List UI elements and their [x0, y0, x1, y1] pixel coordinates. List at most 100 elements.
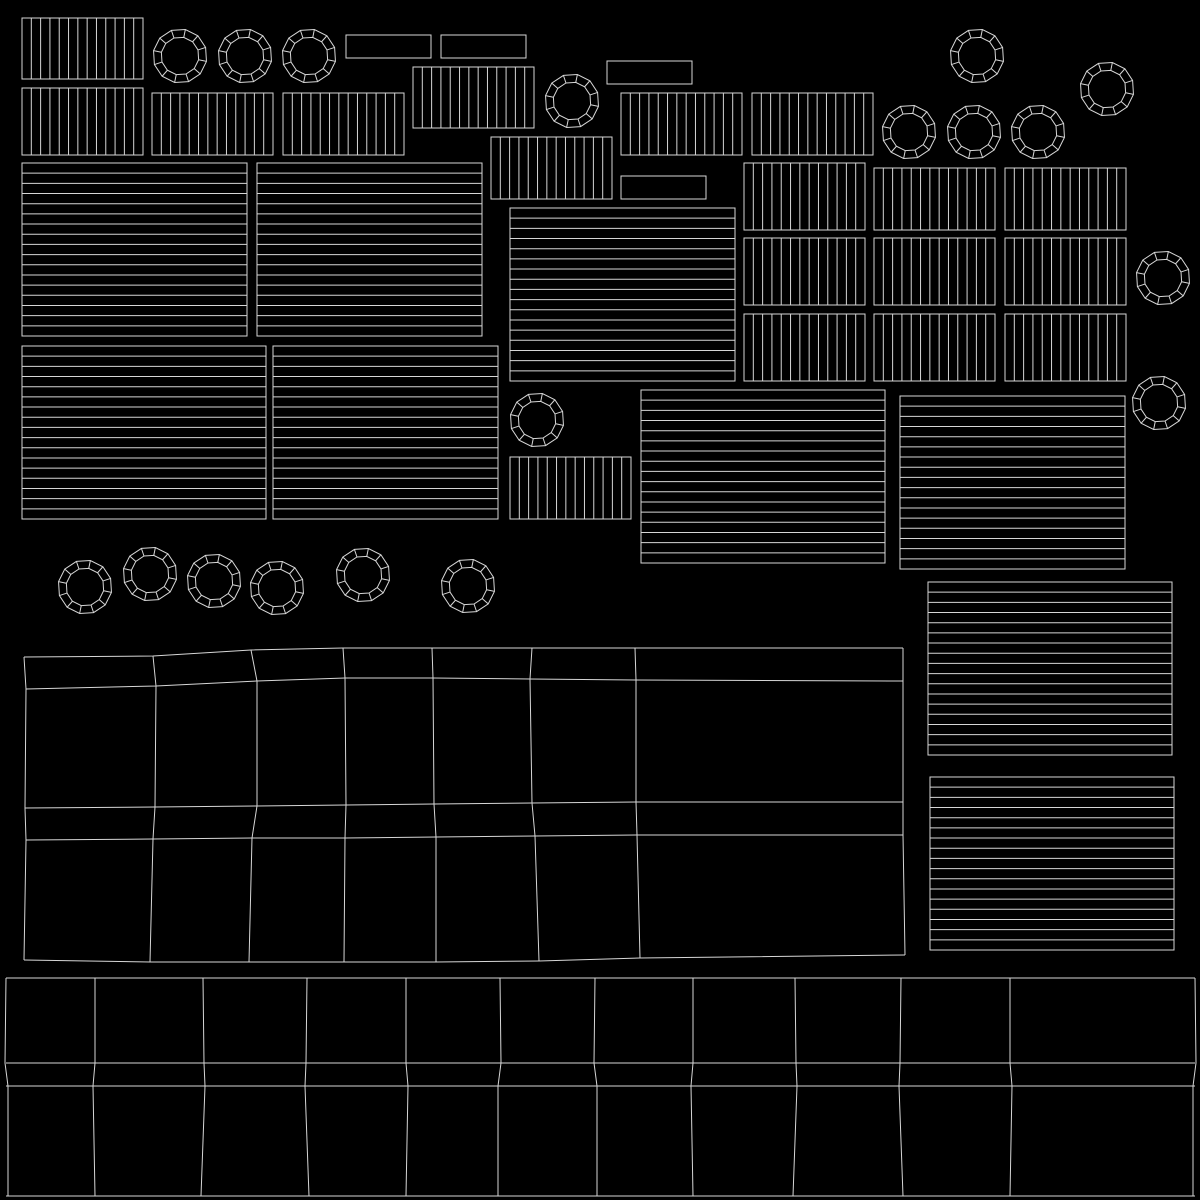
ring-spoke: [88, 560, 91, 569]
ring-spoke: [590, 104, 599, 107]
vertical-strip-shell: [21, 17, 144, 80]
ring-spoke: [129, 555, 137, 562]
ring-spoke: [553, 114, 560, 122]
ring-inner: [957, 36, 997, 76]
ring-spoke: [144, 592, 147, 601]
flat-quad-shell: [345, 34, 432, 59]
ring-spoke: [1172, 415, 1180, 422]
ring-spoke: [511, 425, 520, 430]
ring-spoke: [947, 126, 956, 129]
ring-spoke: [295, 591, 304, 594]
ring-spoke: [546, 106, 555, 111]
edge-line: [902, 648, 906, 956]
ring-spoke: [224, 37, 232, 44]
edge-line: [690, 978, 694, 1197]
ring-spoke: [953, 113, 961, 120]
ring-spoke: [232, 584, 241, 587]
edge-line: [149, 655, 157, 963]
shell-border: [873, 237, 996, 306]
vertical-strip-shell: [1004, 167, 1127, 231]
ring-spoke: [219, 61, 228, 66]
ring-spoke: [218, 50, 227, 53]
ring-spoke: [75, 561, 80, 570]
ring-spoke: [248, 29, 251, 38]
ring-spoke: [1086, 70, 1094, 77]
ring-spoke: [161, 69, 168, 77]
ring-spoke: [1157, 296, 1160, 305]
ring-spoke: [1081, 94, 1090, 99]
ring-inner: [552, 81, 592, 121]
ring-spoke: [531, 438, 534, 447]
ring-spoke: [123, 568, 132, 571]
flat-quad-shell: [440, 34, 527, 59]
ring-spoke: [231, 571, 240, 576]
ring-spoke: [527, 394, 532, 403]
vertical-strip-shell: [873, 237, 996, 306]
edge-line: [405, 978, 409, 1197]
ring-spoke: [192, 35, 199, 43]
ring-spoke: [288, 37, 296, 44]
ring-spoke: [1041, 105, 1044, 114]
ring-spoke: [890, 145, 897, 153]
vertical-strip-shell: [1004, 237, 1127, 306]
ring-spoke: [458, 560, 463, 569]
ring-spoke: [250, 582, 259, 585]
ring-inner: [517, 400, 557, 440]
ring-spoke: [989, 35, 996, 43]
ring-spoke: [195, 594, 202, 602]
ring-spoke: [1055, 122, 1064, 127]
ring-spoke: [1132, 397, 1141, 400]
ring-spoke: [198, 59, 207, 62]
ring-spoke: [375, 554, 382, 562]
ring-spoke: [1180, 268, 1189, 273]
ring-shell: [545, 74, 599, 128]
ring-spoke: [486, 589, 495, 592]
edge-line: [200, 977, 206, 1197]
edge-line: [1192, 977, 1197, 1196]
ring-spoke: [98, 599, 106, 606]
vertical-strip-shell: [21, 87, 144, 156]
edge-line: [431, 647, 437, 962]
shell-border: [256, 162, 483, 337]
ring-inner: [225, 36, 265, 76]
ring-spoke: [914, 149, 919, 158]
vertical-strip-shell: [412, 66, 535, 129]
ring-spoke: [1050, 111, 1057, 119]
ring-inner: [65, 567, 105, 607]
shell-border: [606, 60, 693, 85]
ring-spoke: [283, 61, 292, 66]
ring-spoke: [1056, 135, 1065, 138]
edge-line: [23, 656, 27, 961]
ring-spoke: [888, 113, 896, 120]
ring-shell: [282, 29, 336, 83]
ring-spoke: [90, 604, 95, 613]
ring-spoke: [964, 106, 969, 115]
ring-spoke: [337, 580, 346, 585]
vertical-strip-shell: [1004, 313, 1127, 382]
ring-inner: [130, 554, 170, 594]
ring-spoke: [153, 547, 156, 556]
ring-spoke: [97, 566, 104, 574]
shell-border: [151, 92, 274, 156]
ring-spoke: [322, 68, 330, 75]
ring-spoke: [447, 567, 455, 574]
vertical-strip-shell: [751, 92, 874, 156]
ring-spoke: [462, 604, 465, 613]
ring-spoke: [986, 111, 993, 119]
ring-spoke: [471, 559, 474, 568]
uv-shells: [4, 17, 1197, 1197]
ring-spoke: [124, 579, 133, 584]
edge-line: [304, 977, 310, 1197]
ring-spoke: [1166, 251, 1169, 260]
ring-spoke: [982, 73, 987, 82]
shell-border: [490, 136, 613, 200]
ring-spoke: [485, 576, 494, 581]
shell-border: [509, 207, 736, 382]
edge-line: [25, 677, 904, 690]
ring-spoke: [903, 150, 906, 159]
ring-spoke: [1080, 83, 1089, 86]
ring-spoke: [577, 118, 582, 127]
ring-spoke: [1125, 92, 1134, 95]
shell-border: [751, 92, 874, 156]
ring-spoke: [174, 74, 177, 83]
